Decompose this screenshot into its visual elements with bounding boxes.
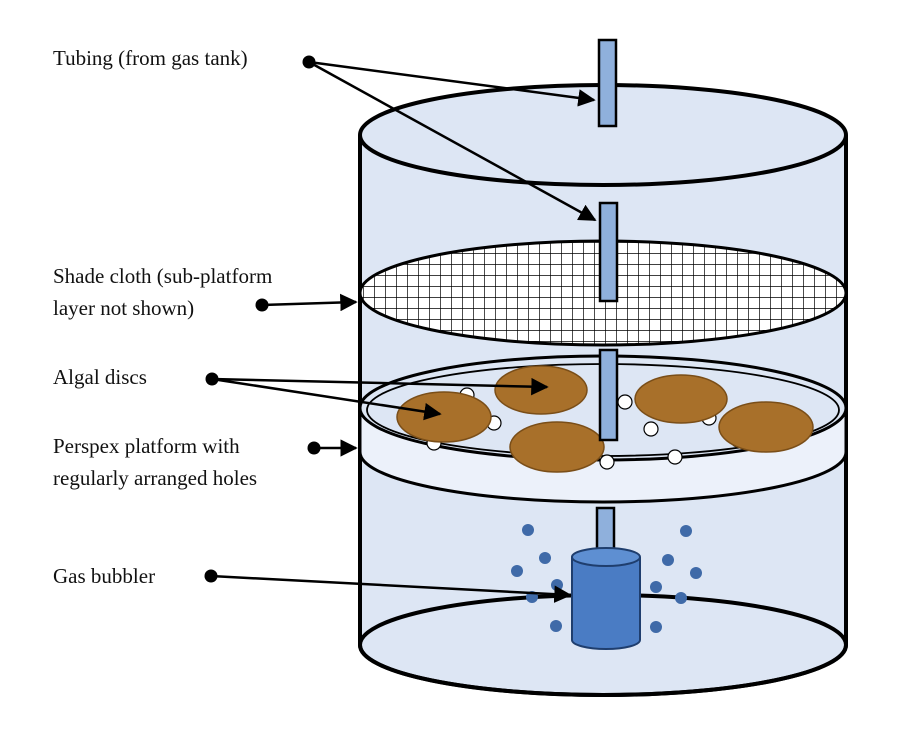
bubble [522,524,534,536]
bubble [550,620,562,632]
bubble [675,592,687,604]
callout-dot [255,298,269,312]
bubble [650,581,662,593]
algal-disc [718,401,814,453]
bubble [662,554,674,566]
perspex-platform-label-line: Perspex platform with [53,434,240,458]
hole [599,454,615,470]
bubble [690,567,702,579]
tube-middle [598,348,619,442]
arrow-algal-disc-1 [211,377,549,396]
callout-dots [204,55,321,583]
bubble [511,565,523,577]
callout-dot [302,55,316,69]
bubbler-top [571,547,641,567]
arrow-gas-bubbler [210,574,572,603]
perspex-platform-label: Perspex platform with regularly arranged… [53,430,257,494]
algal-discs-label-line: Algal discs [53,365,147,389]
callouts [210,60,597,603]
arrow-tubing-mid [308,60,597,222]
shade-cloth-label-line: layer not shown) [53,296,195,320]
bubble [539,552,551,564]
hole [617,394,633,410]
bubble [551,579,563,591]
algal-disc [509,421,605,473]
gas-bubbler [571,547,641,650]
tube-upper [598,201,619,303]
gas-bubbles [511,524,702,633]
tubing-label: Tubing (from gas tank) [53,42,248,74]
callout-dot [307,441,321,455]
bubbler-body [571,557,641,650]
arrow-shade-cloth [261,293,358,312]
bubble [650,621,662,633]
bubble [680,525,692,537]
callout-dot [205,372,219,386]
perspex-platform-label-line: regularly arranged holes [53,466,258,490]
gas-bubbler-label-line: Gas bubbler [53,564,156,588]
tube-top [597,38,618,128]
shade-cloth-label-line: Shade cloth (sub-platform [53,264,273,288]
algal-disc [494,365,588,415]
hole [643,421,659,437]
tubing-label-line: Tubing (from gas tank) [53,46,248,70]
arrow-algal-disc-2 [211,377,442,421]
algal-discs-label: Algal discs [53,361,147,393]
algal-disc [634,374,728,424]
callout-dot [204,569,218,583]
gas-bubbler-label: Gas bubbler [53,560,155,592]
algal-disc [396,391,492,443]
shade-cloth-label: Shade cloth (sub-platform layer not show… [53,260,272,324]
arrow-tubing-top [308,60,596,107]
hole [667,449,683,465]
